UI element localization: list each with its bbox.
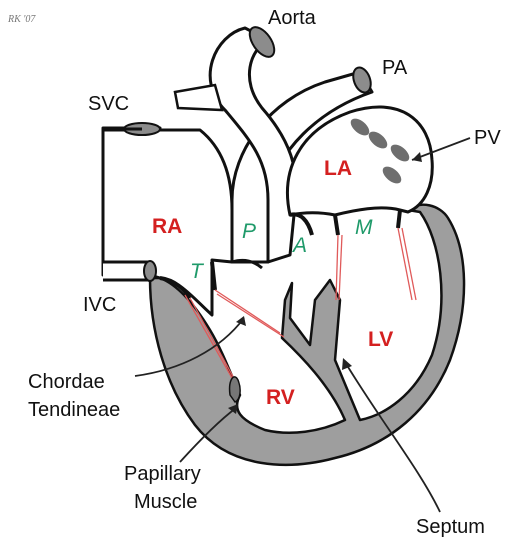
aortic-arch-branch (175, 85, 222, 110)
ra-label: RA (152, 215, 182, 238)
pulmonary-valve-label: P (242, 220, 256, 243)
chordae-label-line2: Tendineae (28, 399, 120, 421)
ivc-opening (144, 261, 156, 281)
lv-label: LV (368, 328, 393, 351)
mitral-valve-label: M (355, 216, 373, 239)
septum-label: Septum (416, 516, 485, 538)
inferior-vena-cava (103, 262, 150, 280)
tricuspid-label: T (190, 260, 205, 283)
mitral-leaflet-1 (335, 215, 338, 235)
rv-label: RV (266, 386, 295, 409)
mitral-leaflet-2 (398, 210, 400, 228)
papillary-label-line2: Muscle (134, 491, 197, 513)
aorta-label: Aorta (268, 7, 317, 29)
la-label: LA (324, 157, 352, 180)
artist-signature: RK '07 (7, 14, 36, 25)
pv-label: PV (474, 127, 501, 149)
svc-label: SVC (88, 93, 129, 115)
aortic-valve-label: A (291, 234, 307, 257)
papillary-label-line1: Papillary (124, 463, 201, 485)
chordae-label-line1: Chordae (28, 371, 105, 393)
ivc-label: IVC (83, 294, 116, 316)
pa-label: PA (382, 57, 408, 79)
